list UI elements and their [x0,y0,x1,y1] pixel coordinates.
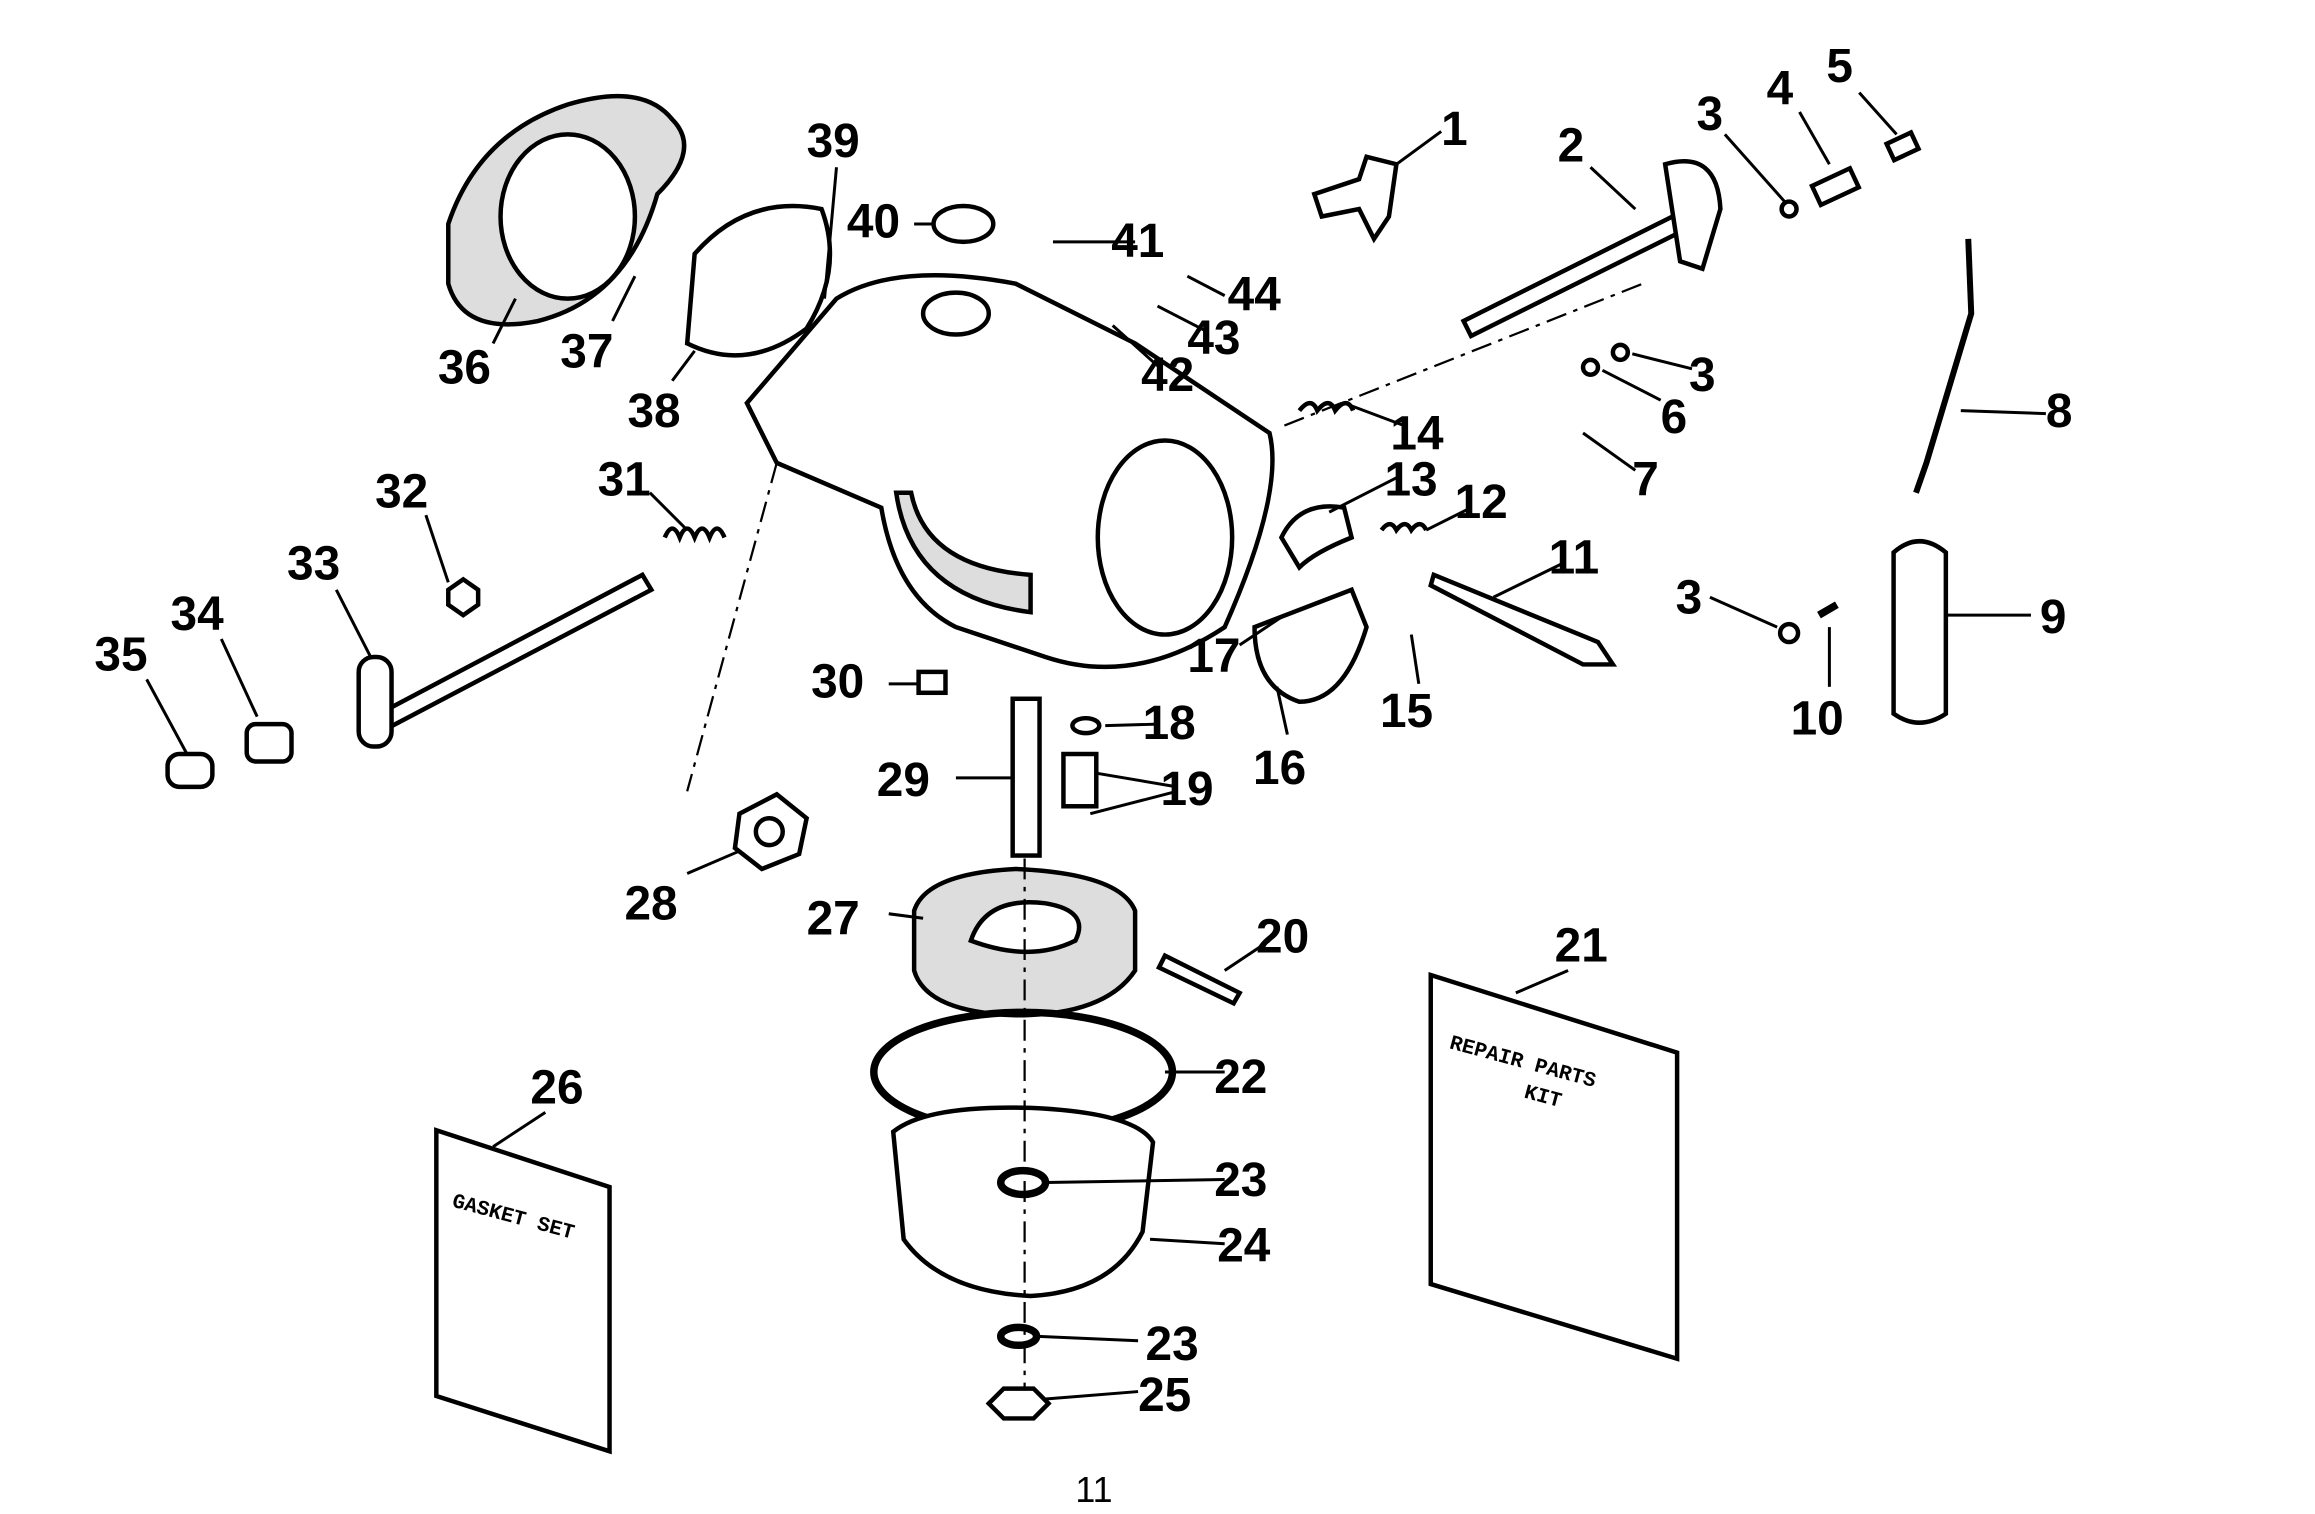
callout-7: 7 [1632,454,1659,507]
callout-17: 17 [1187,630,1240,683]
parts-drawing [165,93,1975,1421]
callout-11: 11 [1549,531,1600,584]
callout-31: 31 [598,454,651,507]
callout-13: 13 [1384,454,1437,507]
callout-labels: 1 2 3 4 5 39 40 41 44 43 42 36 37 38 3 6… [94,40,2072,1422]
callout-21: 21 [1555,920,1608,973]
callout-29: 29 [877,754,930,807]
callout-40: 40 [847,195,900,248]
callout-33: 33 [287,537,340,590]
callout-32: 32 [375,466,428,519]
gasket-set-card: GASKET SET [434,1127,612,1455]
callout-12: 12 [1455,476,1508,529]
leader-lines [145,91,2046,1401]
callout-20: 20 [1256,911,1309,964]
repair-parts-kit-card: REPAIR PARTS KIT [1428,971,1680,1362]
callout-1: 1 [1441,103,1468,156]
callout-24: 24 [1217,1220,1271,1273]
callout-3c: 3 [1676,572,1703,625]
callout-41: 41 [1111,215,1164,268]
callout-23b: 23 [1146,1318,1199,1371]
callout-42: 42 [1141,349,1194,402]
callout-37: 37 [560,325,613,378]
callout-4: 4 [1767,63,1794,116]
callout-28: 28 [624,878,677,931]
callout-39: 39 [807,115,860,168]
callout-19: 19 [1160,763,1213,816]
callout-38: 38 [627,385,680,438]
callout-10: 10 [1791,693,1844,746]
page-number: 11 [1075,1470,1112,1510]
callout-3: 3 [1697,88,1724,141]
callout-2: 2 [1558,119,1585,172]
callout-44: 44 [1228,269,1282,322]
callout-25: 25 [1138,1369,1191,1422]
callout-5: 5 [1826,40,1853,93]
callout-9: 9 [2040,591,2067,644]
callout-35: 35 [94,628,147,681]
throttle-plate [684,203,833,358]
callout-26: 26 [530,1061,583,1114]
callout-6: 6 [1661,391,1688,444]
callout-14: 14 [1390,407,1444,460]
callout-18: 18 [1143,697,1196,750]
callout-15: 15 [1380,685,1433,738]
callout-23: 23 [1214,1154,1267,1207]
callout-27: 27 [807,893,860,946]
callout-36: 36 [438,342,491,395]
callout-30: 30 [811,655,864,708]
callout-16: 16 [1253,742,1306,795]
callout-8: 8 [2046,385,2073,438]
callout-3b: 3 [1689,349,1716,402]
callout-22: 22 [1214,1051,1267,1104]
callout-43: 43 [1187,312,1240,365]
callout-34: 34 [171,588,225,641]
